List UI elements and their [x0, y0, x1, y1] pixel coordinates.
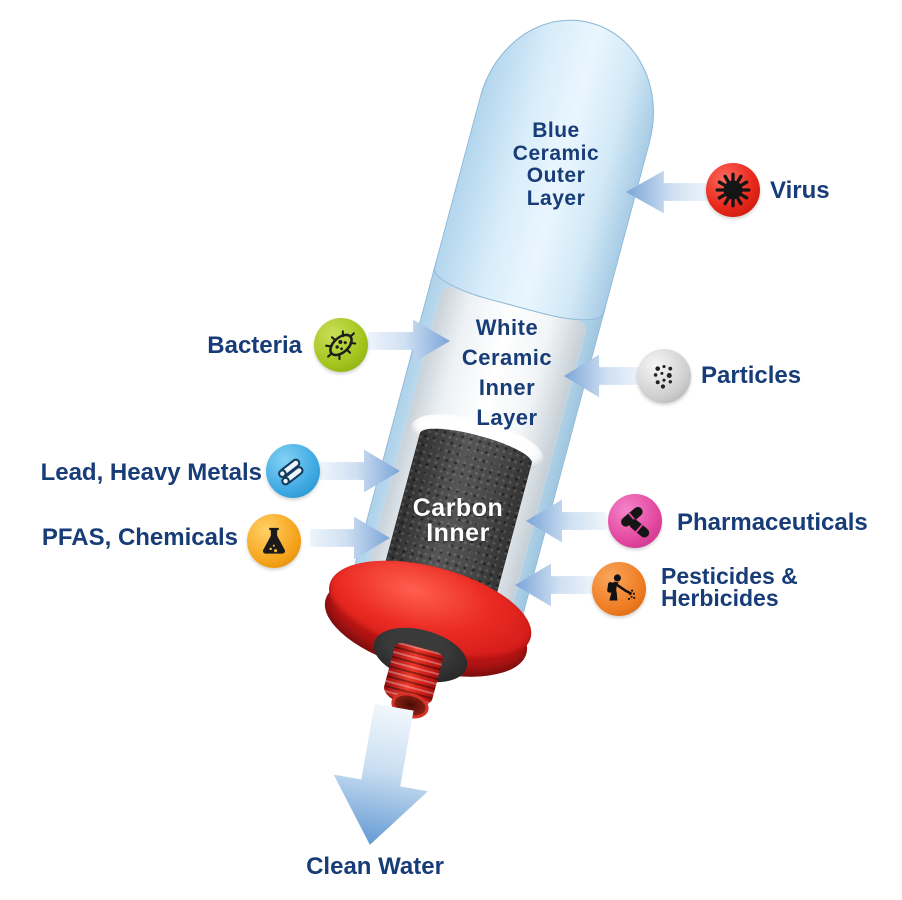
pesticides-label-line: Pesticides &	[661, 563, 798, 589]
blue-layer-line: Layer	[526, 186, 586, 210]
particles-label: Particles	[701, 362, 802, 389]
metal-pipes-glyph	[278, 458, 304, 486]
pesticide-sprayer-icon	[592, 562, 646, 616]
virus-glyph	[715, 172, 751, 208]
pesticide-sprayer-glyph	[607, 574, 636, 601]
virus-label: Virus	[770, 177, 830, 204]
white-layer-line: Ceramic	[461, 345, 553, 370]
pills-icon	[608, 494, 662, 548]
lead-heavy-metals-label: Lead, Heavy Metals	[40, 459, 262, 486]
white-inner-layer-label: White Ceramic Inner Layer	[427, 313, 587, 433]
white-layer-line: Inner	[478, 375, 536, 400]
blue-layer-line: Blue	[532, 119, 580, 142]
white-layer-line: White	[475, 315, 539, 340]
chemical-flask-icon	[247, 514, 301, 568]
particles-icon	[637, 349, 691, 403]
bacteria-glyph	[325, 330, 357, 361]
pfas-chemicals-label: PFAS, Chemicals	[41, 524, 238, 551]
pills-glyph	[621, 507, 650, 538]
metal-pipes-icon	[266, 444, 320, 498]
particles-glyph	[653, 364, 673, 389]
pharmaceuticals-label: Pharmaceuticals	[677, 509, 868, 536]
pesticides-herbicides-label: Pesticides & Herbicides	[661, 563, 798, 611]
blue-layer-line: Ceramic	[512, 141, 600, 165]
pesticides-label-line: Herbicides	[661, 585, 779, 611]
chemical-flask-glyph	[262, 527, 286, 554]
blue-layer-line: Outer	[526, 164, 586, 187]
clean-water-label: Clean Water	[306, 853, 444, 880]
carbon-inner-label: Carbon Inner	[398, 496, 518, 546]
carbon-layer-line: Carbon	[412, 494, 504, 522]
white-layer-line: Layer	[476, 405, 538, 430]
virus-icon	[706, 163, 760, 217]
carbon-layer-line: Inner	[426, 519, 490, 547]
bacteria-label: Bacteria	[207, 332, 302, 359]
bacteria-icon	[314, 318, 368, 372]
blue-outer-layer-label: Blue Ceramic Outer Layer	[476, 119, 636, 210]
